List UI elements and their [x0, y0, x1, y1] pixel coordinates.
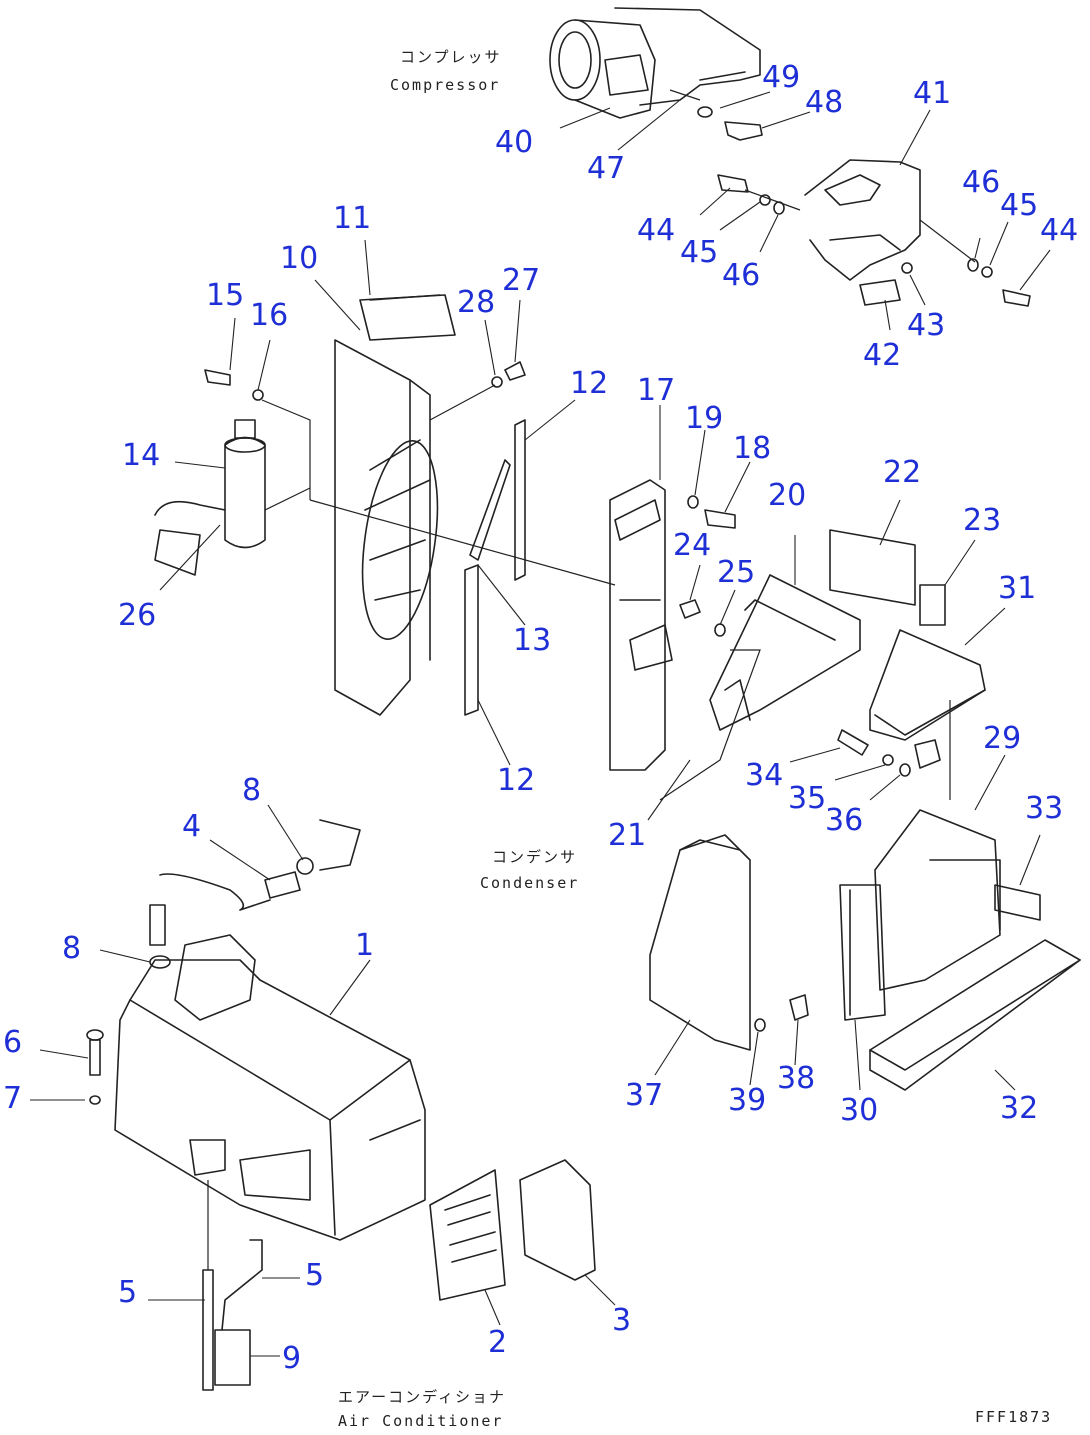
aircon-caption-jp: エアーコンディショナ — [338, 1388, 506, 1406]
bracket-41-drawing — [699, 109, 1051, 331]
drain-hose-drawing — [148, 1180, 300, 1391]
callout-31: 31 — [998, 571, 1036, 606]
callout-7: 7 — [3, 1081, 22, 1116]
callout-30: 30 — [840, 1093, 878, 1128]
callout-34: 34 — [745, 758, 783, 793]
callout-17: 17 — [637, 373, 675, 408]
callout-4: 4 — [182, 809, 201, 844]
callout-18: 18 — [733, 431, 771, 466]
callout-42: 42 — [863, 338, 901, 373]
callout-48: 48 — [805, 85, 843, 120]
callout-9: 9 — [282, 1341, 301, 1376]
captions: コンプレッサ Compressor コンデンサ Condenser エアーコンデ… — [338, 48, 1052, 1430]
callout-24: 24 — [673, 528, 711, 563]
callout-32: 32 — [1000, 1091, 1038, 1126]
callout-46b: 46 — [962, 165, 1000, 200]
callout-37: 37 — [625, 1078, 663, 1113]
callout-5b: 5 — [305, 1258, 324, 1293]
side-bracket-drawing — [609, 405, 751, 771]
callout-8a: 8 — [62, 931, 81, 966]
callout-45b: 45 — [1000, 188, 1038, 223]
vent-box-drawing — [429, 1159, 616, 1326]
callout-15: 15 — [206, 278, 244, 313]
callout-43: 43 — [907, 308, 945, 343]
callout-47: 47 — [587, 151, 625, 186]
panel-22-23-drawing — [829, 499, 976, 626]
callout-35: 35 — [788, 781, 826, 816]
callout-41: 41 — [913, 76, 951, 111]
drawing-number: FFF1873 — [975, 1408, 1052, 1426]
callout-39: 39 — [728, 1083, 766, 1118]
callout-44a: 44 — [637, 213, 675, 248]
callout-36: 36 — [825, 803, 863, 838]
callout-40: 40 — [495, 125, 533, 160]
callout-28: 28 — [457, 285, 495, 320]
condenser-caption-jp: コンデンサ — [492, 848, 577, 866]
condenser-core-drawing — [309, 399, 616, 766]
condenser-caption-en: Condenser — [480, 874, 579, 892]
callout-14: 14 — [122, 438, 160, 473]
callout-45a: 45 — [680, 235, 718, 270]
callout-26: 26 — [118, 598, 156, 633]
receiver-drier-drawing — [154, 317, 311, 591]
panel-32-33-drawing — [869, 834, 1081, 1091]
plate-31-drawing — [869, 607, 1006, 800]
condenser-frame-drawing — [314, 239, 526, 716]
callout-numbers: 1 2 3 4 5 5 6 7 8 8 9 10 11 12 12 13 14 … — [3, 60, 1078, 1376]
callout-22: 22 — [883, 455, 921, 490]
callout-20: 20 — [768, 478, 806, 513]
callout-10: 10 — [280, 241, 318, 276]
callout-29: 29 — [983, 721, 1021, 756]
compressor-caption-en: Compressor — [390, 76, 500, 94]
callout-12b: 12 — [497, 763, 535, 798]
callout-27: 27 — [502, 263, 540, 298]
callout-12a: 12 — [570, 366, 608, 401]
callout-6: 6 — [3, 1025, 22, 1060]
callout-46a: 46 — [722, 258, 760, 293]
hoses-4-8-drawing — [159, 804, 361, 911]
callout-49: 49 — [762, 60, 800, 95]
callout-25: 25 — [717, 555, 755, 590]
callout-16: 16 — [250, 298, 288, 333]
compressor-caption-jp: コンプレッサ — [400, 48, 502, 66]
compressor-drawing — [549, 7, 811, 151]
bolts-34-36-drawing — [789, 729, 941, 801]
callout-3: 3 — [612, 1303, 631, 1338]
duct-37-drawing — [649, 834, 809, 1086]
bracket-20-drawing — [647, 535, 861, 821]
callout-11: 11 — [333, 201, 371, 236]
callout-23: 23 — [963, 503, 1001, 538]
callout-38: 38 — [777, 1061, 815, 1096]
callout-13: 13 — [513, 623, 551, 658]
callout-21: 21 — [608, 818, 646, 853]
callout-44b: 44 — [1040, 213, 1078, 248]
callout-33: 33 — [1025, 791, 1063, 826]
callout-19: 19 — [685, 401, 723, 436]
aircon-caption-en: Air Conditioner — [338, 1412, 503, 1430]
callout-8b: 8 — [242, 773, 261, 808]
callout-1: 1 — [355, 928, 374, 963]
frame-29-30-drawing — [839, 754, 1006, 1091]
air-conditioner-drawing — [30, 904, 426, 1241]
callout-5a: 5 — [118, 1275, 137, 1310]
callout-2: 2 — [488, 1325, 507, 1360]
